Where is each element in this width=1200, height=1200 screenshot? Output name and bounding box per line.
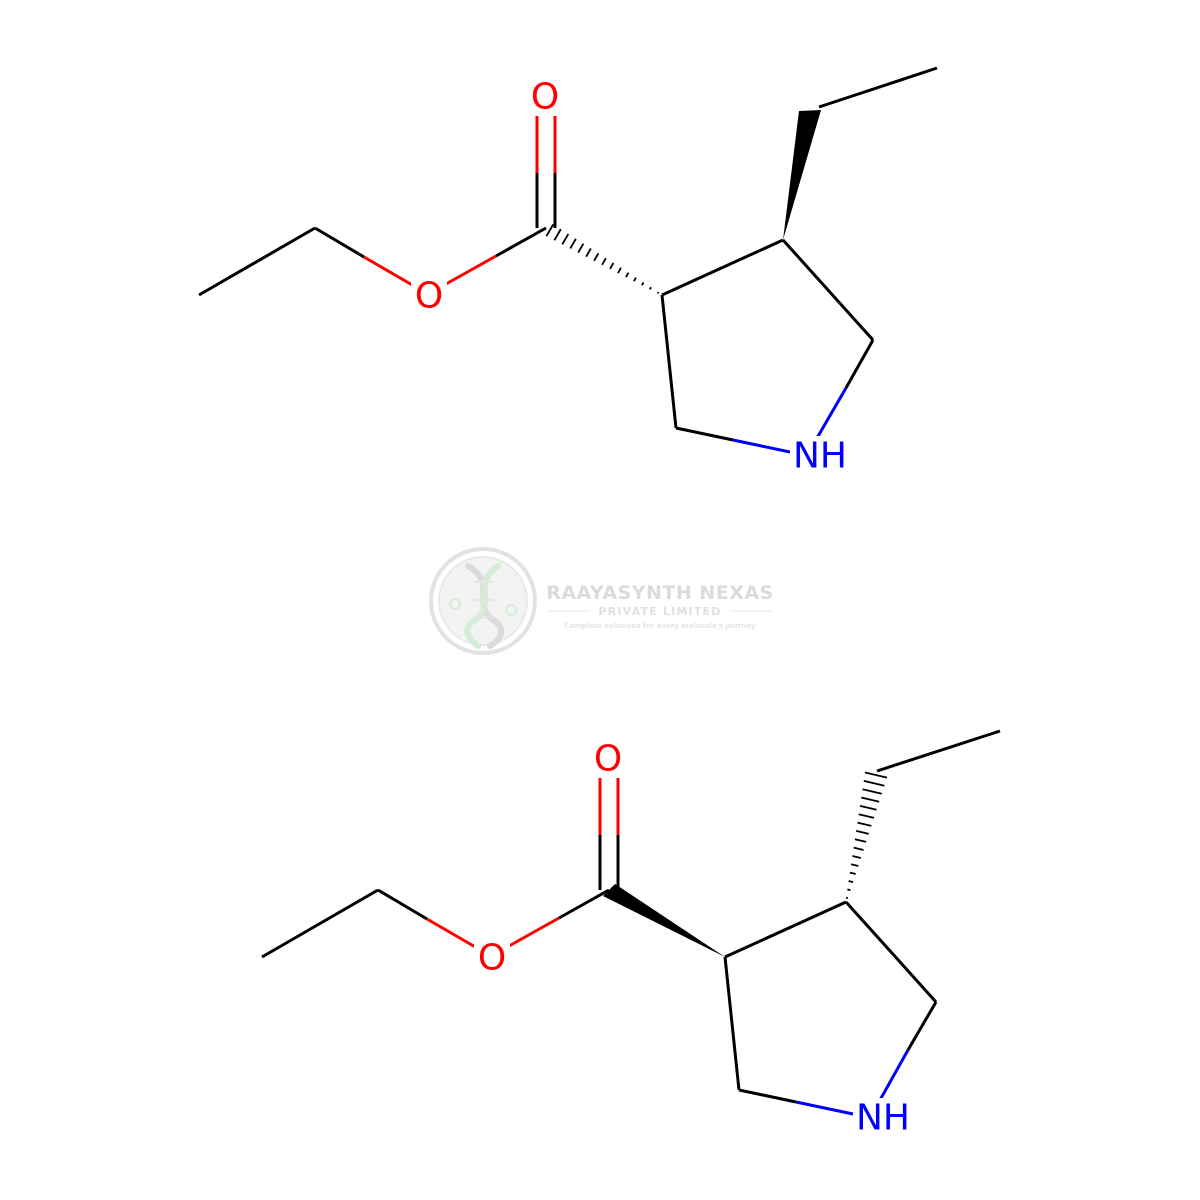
hash-stroke bbox=[553, 228, 562, 241]
hash-stroke bbox=[849, 871, 856, 875]
watermark-tagline: Complete solutions for every molecule's … bbox=[565, 622, 756, 630]
atom-label-oxygen: O bbox=[415, 276, 443, 317]
hash-stroke bbox=[861, 796, 880, 803]
hash-stroke bbox=[609, 262, 615, 270]
watermark-company: RAAYASYNTH NEXAS bbox=[546, 582, 774, 604]
hash-stroke bbox=[648, 286, 652, 290]
hash-stroke bbox=[857, 821, 872, 827]
wedge-bond bbox=[783, 110, 821, 240]
hash-stroke bbox=[633, 277, 637, 282]
hash-stroke bbox=[625, 272, 630, 278]
hash-stroke bbox=[862, 788, 882, 795]
dna-helix-logo-icon bbox=[429, 547, 537, 655]
hash-stroke bbox=[850, 863, 859, 867]
atom-label-oxygen: O bbox=[594, 739, 622, 780]
hash-stroke bbox=[848, 880, 854, 883]
hash-stroke bbox=[656, 291, 660, 294]
hash-stroke bbox=[601, 257, 607, 266]
atom-label-oxygen: O bbox=[478, 938, 506, 979]
hash-stroke bbox=[561, 233, 570, 245]
watermark: RAAYASYNTH NEXAS PRIVATE LIMITED Complet… bbox=[429, 547, 774, 655]
hash-stroke bbox=[855, 830, 869, 835]
hash-stroke bbox=[852, 855, 862, 859]
molecule-top: O O NH bbox=[198, 66, 938, 477]
hash-stroke bbox=[577, 243, 585, 254]
wedge-bond bbox=[603, 884, 725, 957]
hashed-bond bbox=[545, 223, 660, 294]
hash-stroke bbox=[641, 281, 645, 286]
hash-stroke bbox=[853, 846, 864, 851]
atom-label-oxygen: O bbox=[531, 77, 559, 118]
hash-stroke bbox=[863, 779, 885, 787]
atom-label-nitrogen: NH bbox=[856, 1098, 910, 1139]
hash-stroke bbox=[593, 252, 600, 262]
hash-stroke bbox=[854, 838, 867, 843]
molecule-bottom: O O NH bbox=[261, 729, 1001, 1139]
bond-lines bbox=[261, 729, 1001, 1116]
hash-stroke bbox=[545, 223, 555, 237]
bond-lines bbox=[198, 66, 938, 454]
hash-stroke bbox=[859, 805, 877, 811]
hashed-bond bbox=[845, 771, 888, 899]
atom-label-nitrogen: NH bbox=[793, 436, 847, 477]
hash-stroke bbox=[617, 267, 622, 274]
hash-stroke bbox=[585, 248, 592, 258]
hash-stroke bbox=[569, 238, 577, 249]
hash-stroke bbox=[847, 888, 851, 891]
hash-stroke bbox=[864, 771, 888, 779]
watermark-subtitle: PRIVATE LIMITED bbox=[598, 605, 721, 618]
hash-stroke bbox=[858, 813, 875, 819]
